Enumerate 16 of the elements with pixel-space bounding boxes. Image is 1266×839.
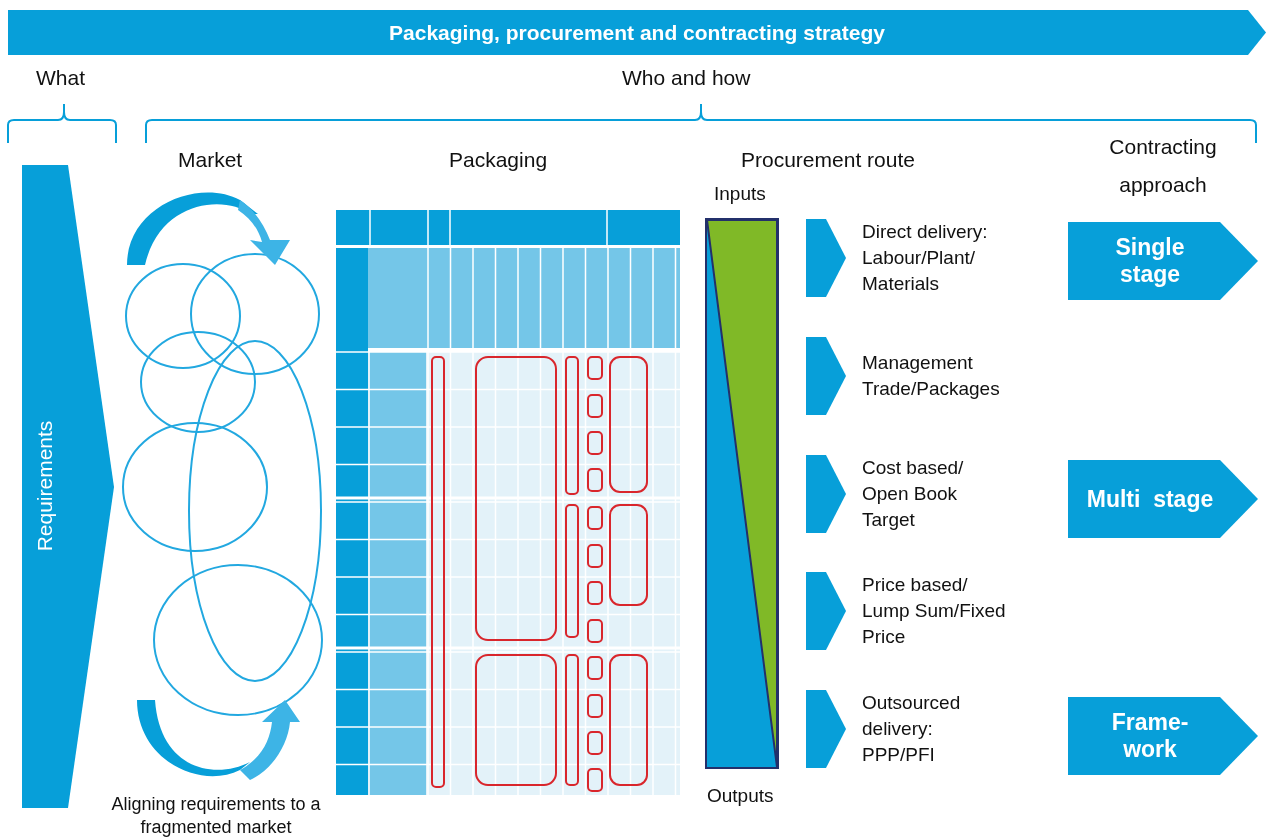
title-banner: Packaging, procurement and contracting strategy: [8, 10, 1266, 55]
route-label: Management Trade/Packages: [862, 351, 1001, 401]
section-label: Who and how: [622, 66, 751, 90]
section-label: Outputs: [707, 785, 774, 807]
wedge-label: Requirements: [33, 420, 57, 552]
route-label: Price based/ Lump Sum/Fixed Price: [862, 573, 1007, 649]
route-label: Direct delivery: Labour/Plant/ Materials: [862, 220, 989, 296]
section-label: Aligning requirements to a fragmented market: [110, 793, 322, 839]
section-label: What: [36, 66, 85, 90]
route-label: Outsourced delivery: PPP/PFI: [862, 691, 962, 767]
section-label: Inputs: [714, 183, 766, 205]
section-label: Contracting approach: [1108, 134, 1218, 198]
section-label: Procurement route: [741, 148, 915, 172]
section-label: Market: [178, 148, 243, 172]
section-label: Packaging: [449, 148, 548, 172]
route-label: Cost based/ Open Book Target: [862, 456, 965, 532]
